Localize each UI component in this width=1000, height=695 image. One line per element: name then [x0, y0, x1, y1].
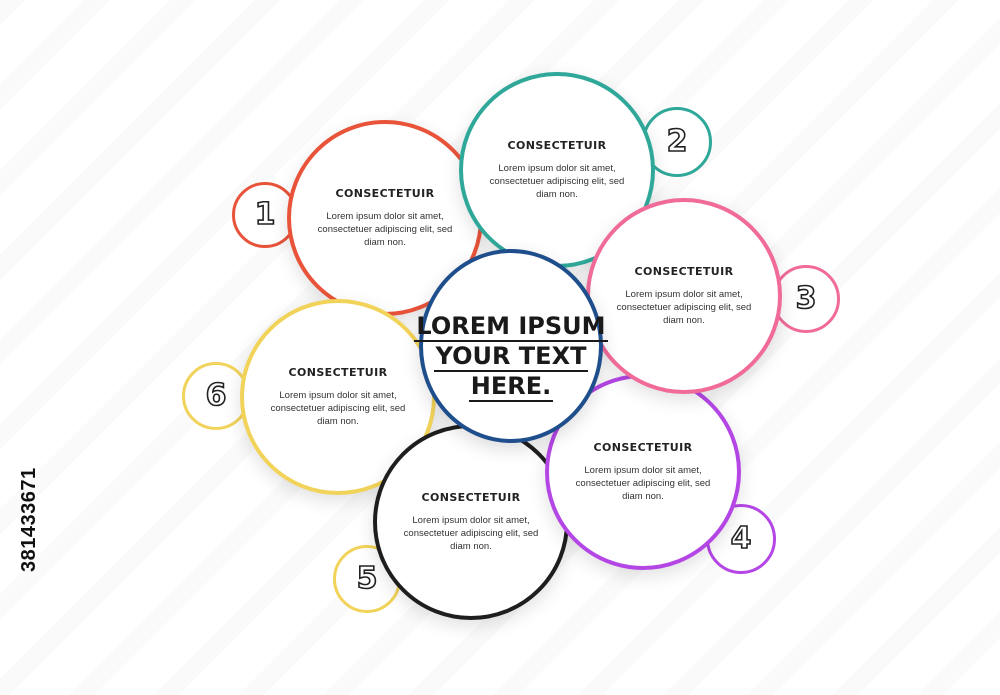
number-1: 1 — [254, 197, 276, 232]
stock-id: 381433671 — [18, 467, 40, 572]
step-1-title: CONSECTETUIR — [335, 187, 435, 200]
step-circle-5: CONSECTETUIR Lorem ipsum dolor sit amet,… — [373, 424, 569, 620]
badge-4: 4 — [706, 504, 776, 574]
center-circle — [419, 249, 603, 443]
center-heading: LOREM IPSUM YOUR TEXT HERE. — [400, 312, 622, 402]
step-6-title: CONSECTETUIR — [288, 366, 388, 379]
badge-3: 3 — [772, 265, 840, 333]
center-line-1: LOREM IPSUM — [414, 312, 608, 342]
number-3: 3 — [795, 281, 817, 316]
number-5: 5 — [356, 561, 378, 596]
center-line-2: YOUR TEXT — [433, 342, 589, 372]
number-4: 4 — [730, 521, 752, 556]
step-4-title: CONSECTETUIR — [593, 441, 693, 454]
step-2-body: Lorem ipsum dolor sit amet, consectetuer… — [489, 163, 625, 200]
step-4-body: Lorem ipsum dolor sit amet, consectetuer… — [575, 465, 711, 502]
step-5-title: CONSECTETUIR — [421, 491, 521, 504]
step-5-body: Lorem ipsum dolor sit amet, consectetuer… — [403, 515, 539, 552]
step-circle-1: CONSECTETUIR Lorem ipsum dolor sit amet,… — [287, 120, 483, 316]
step-6-body: Lorem ipsum dolor sit amet, consectetuer… — [270, 390, 406, 427]
number-2: 2 — [666, 124, 688, 159]
step-1-body: Lorem ipsum dolor sit amet, consectetuer… — [317, 211, 453, 248]
number-6: 6 — [205, 378, 227, 413]
center-line-3: HERE. — [468, 372, 554, 402]
step-3-body: Lorem ipsum dolor sit amet, consectetuer… — [616, 289, 752, 326]
step-2-title: CONSECTETUIR — [507, 139, 607, 152]
step-circle-3: CONSECTETUIR Lorem ipsum dolor sit amet,… — [586, 198, 782, 394]
step-3-title: CONSECTETUIR — [634, 265, 734, 278]
